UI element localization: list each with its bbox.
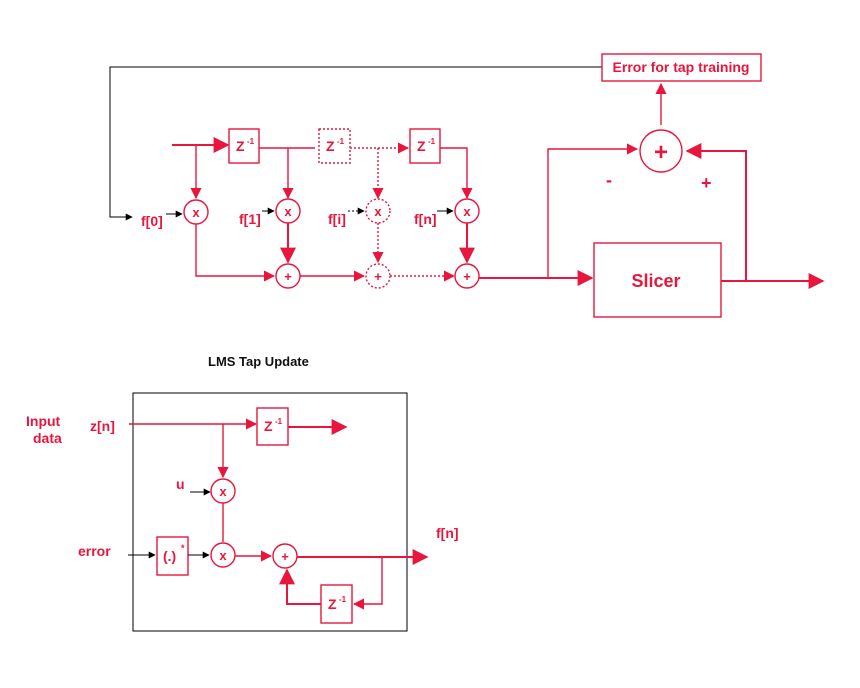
adder-i-dotted: + — [365, 263, 391, 289]
svg-text:-1: -1 — [337, 137, 345, 146]
svg-text:Z: Z — [264, 418, 273, 434]
adder-n: + — [454, 263, 480, 289]
slicer-label: Slicer — [631, 271, 680, 291]
lms-multiplier-error: x — [210, 542, 236, 568]
error-box-label: Error for tap training — [613, 59, 750, 75]
input-data-label-2: data — [33, 430, 62, 446]
minus-sign: - — [606, 170, 612, 190]
svg-text:x: x — [284, 204, 292, 219]
zn-label: z[n] — [90, 418, 115, 434]
multiplier-1: x — [275, 198, 301, 224]
svg-text:+: + — [654, 139, 668, 166]
conjugate-box: (.) * — [156, 536, 189, 576]
u-label: u — [176, 476, 185, 492]
lms-feedback-to-delay — [352, 557, 383, 610]
svg-text:-1: -1 — [428, 137, 436, 146]
svg-text:x: x — [219, 548, 227, 563]
svg-text:-1: -1 — [247, 137, 255, 146]
delay-box-3: Z -1 — [409, 128, 441, 164]
error-feedback-line — [109, 66, 602, 221]
svg-text:x: x — [192, 205, 200, 220]
tapn-drop — [440, 147, 473, 200]
error-summing-node: + — [639, 129, 683, 173]
tap-label-fi: f[i] — [328, 211, 346, 227]
svg-text:Z: Z — [417, 138, 426, 154]
lms-delay-box: Z -1 — [256, 407, 289, 446]
mult0-to-adder1 — [195, 224, 276, 282]
svg-text:-1: -1 — [339, 595, 347, 604]
svg-text:(.): (.) — [163, 548, 176, 564]
slicer-to-sum — [685, 143, 747, 281]
multiplier-n: x — [454, 198, 480, 224]
pre-slicer-to-sum — [547, 143, 639, 278]
tap-label-f1: f[1] — [239, 211, 261, 227]
error-label: error — [78, 543, 111, 559]
adder-1: + — [275, 263, 301, 289]
delay-box-1: Z -1 — [228, 128, 260, 164]
error-for-tap-training-box: Error for tap training — [601, 53, 762, 82]
svg-text:+: + — [374, 269, 382, 284]
multiplier-0: x — [183, 199, 209, 225]
lms-feedback-delay-box: Z -1 — [320, 584, 353, 624]
svg-text:+: + — [281, 549, 289, 564]
slicer-box: Slicer — [593, 242, 722, 318]
svg-text:x: x — [374, 204, 382, 219]
svg-text:Z: Z — [326, 138, 335, 154]
svg-text:-1: -1 — [275, 417, 283, 426]
delay-box-2-dotted: Z -1 — [318, 128, 351, 164]
lms-adder: + — [272, 543, 298, 569]
svg-text:Z: Z — [328, 596, 337, 612]
svg-text:x: x — [463, 204, 471, 219]
tap-label-fn: f[n] — [414, 211, 437, 227]
svg-text:x: x — [219, 484, 227, 499]
tap-label-f0: f[0] — [141, 213, 163, 229]
plus-sign: + — [701, 173, 712, 193]
multiplier-i-dotted: x — [365, 198, 391, 224]
lms-frame — [132, 392, 408, 632]
svg-text:+: + — [463, 269, 471, 284]
lms-title: LMS Tap Update — [208, 354, 309, 369]
svg-text:+: + — [284, 269, 292, 284]
lms-multiplier-u: x — [210, 478, 236, 504]
svg-text:Z: Z — [236, 138, 245, 154]
lms-delay-to-adder — [279, 568, 321, 605]
svg-text:*: * — [181, 543, 185, 553]
fn-output-label: f[n] — [436, 525, 459, 541]
input-data-label-1: Input — [26, 413, 61, 429]
